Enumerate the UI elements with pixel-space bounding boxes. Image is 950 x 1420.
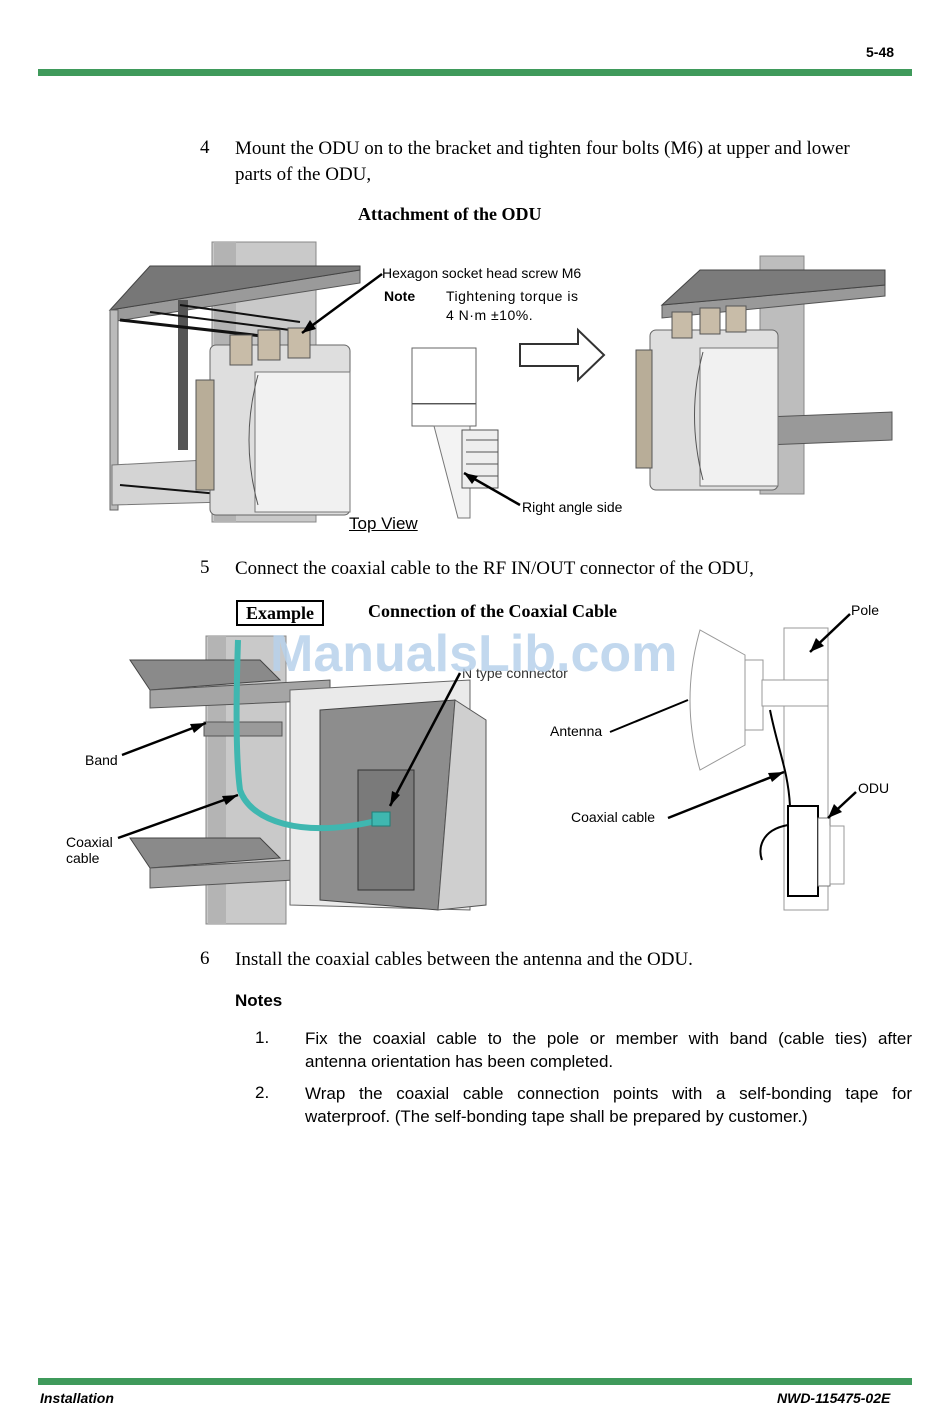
step-6-number: 6 <box>200 948 210 969</box>
band-label: Band <box>85 752 118 768</box>
right-angle-label: Right angle side <box>522 499 623 515</box>
example-box: Example <box>236 600 324 626</box>
footer-doc-number: NWD-115475-02E <box>777 1390 891 1406</box>
odu-label: ODU <box>858 780 890 796</box>
note-2-number: 2. <box>255 1083 270 1102</box>
coaxial-cable-right-label: Coaxial cable <box>571 809 656 825</box>
torque-note-line1: Tightening torque is <box>446 288 579 304</box>
note-label: Note <box>384 288 416 304</box>
figure2-caption: Connection of the Coaxial Cable <box>368 601 617 621</box>
pole-label: Pole <box>851 602 880 618</box>
note-2-line1: Wrap the coaxial cable connection points… <box>305 1084 912 1103</box>
n-type-connector-label: N type connector <box>462 665 568 681</box>
step-6-text: Install the coaxial cables between the a… <box>235 949 693 970</box>
note-1-number: 1. <box>255 1028 270 1047</box>
pole-left-image <box>108 241 361 523</box>
arrow-right-icon <box>519 327 606 383</box>
step-4-text-line2: parts of the ODU, <box>235 164 372 185</box>
footer-rule <box>38 1378 912 1385</box>
antenna-label: Antenna <box>550 723 603 739</box>
watermark: ManualsLib.com <box>270 625 678 683</box>
header-rule <box>38 69 912 76</box>
step-4-number: 4 <box>200 137 210 158</box>
note-1-line2: antenna orientation has been completed. <box>305 1052 614 1071</box>
torque-note-line2: 4 N·m ±10%. <box>446 307 534 323</box>
odu-mounted-image <box>635 255 893 495</box>
hex-screw-label: Hexagon socket head screw M6 <box>382 265 582 281</box>
top-view-label: Top View <box>349 514 418 533</box>
note-2-line2: waterproof. (The self-bonding tape shall… <box>305 1107 808 1126</box>
example-label: Example <box>245 603 314 623</box>
coaxial-cable-left-line2: cable <box>66 850 100 866</box>
antenna-pole-sketch <box>689 627 845 911</box>
step-4-text-line1: Mount the ODU on to the bracket and tigh… <box>235 138 850 159</box>
pole-coax-image <box>129 635 487 925</box>
footer-section: Installation <box>40 1390 114 1406</box>
step-5-number: 5 <box>200 557 210 578</box>
step-5-text: Connect the coaxial cable to the RF IN/O… <box>235 558 754 579</box>
coaxial-cable-left-line1: Coaxial <box>66 834 113 850</box>
note-1-line1: Fix the coaxial cable to the pole or mem… <box>305 1029 912 1048</box>
notes-heading: Notes <box>235 991 283 1010</box>
figure1-caption: Attachment of the ODU <box>358 204 542 224</box>
page-number: 5-48 <box>866 44 895 60</box>
